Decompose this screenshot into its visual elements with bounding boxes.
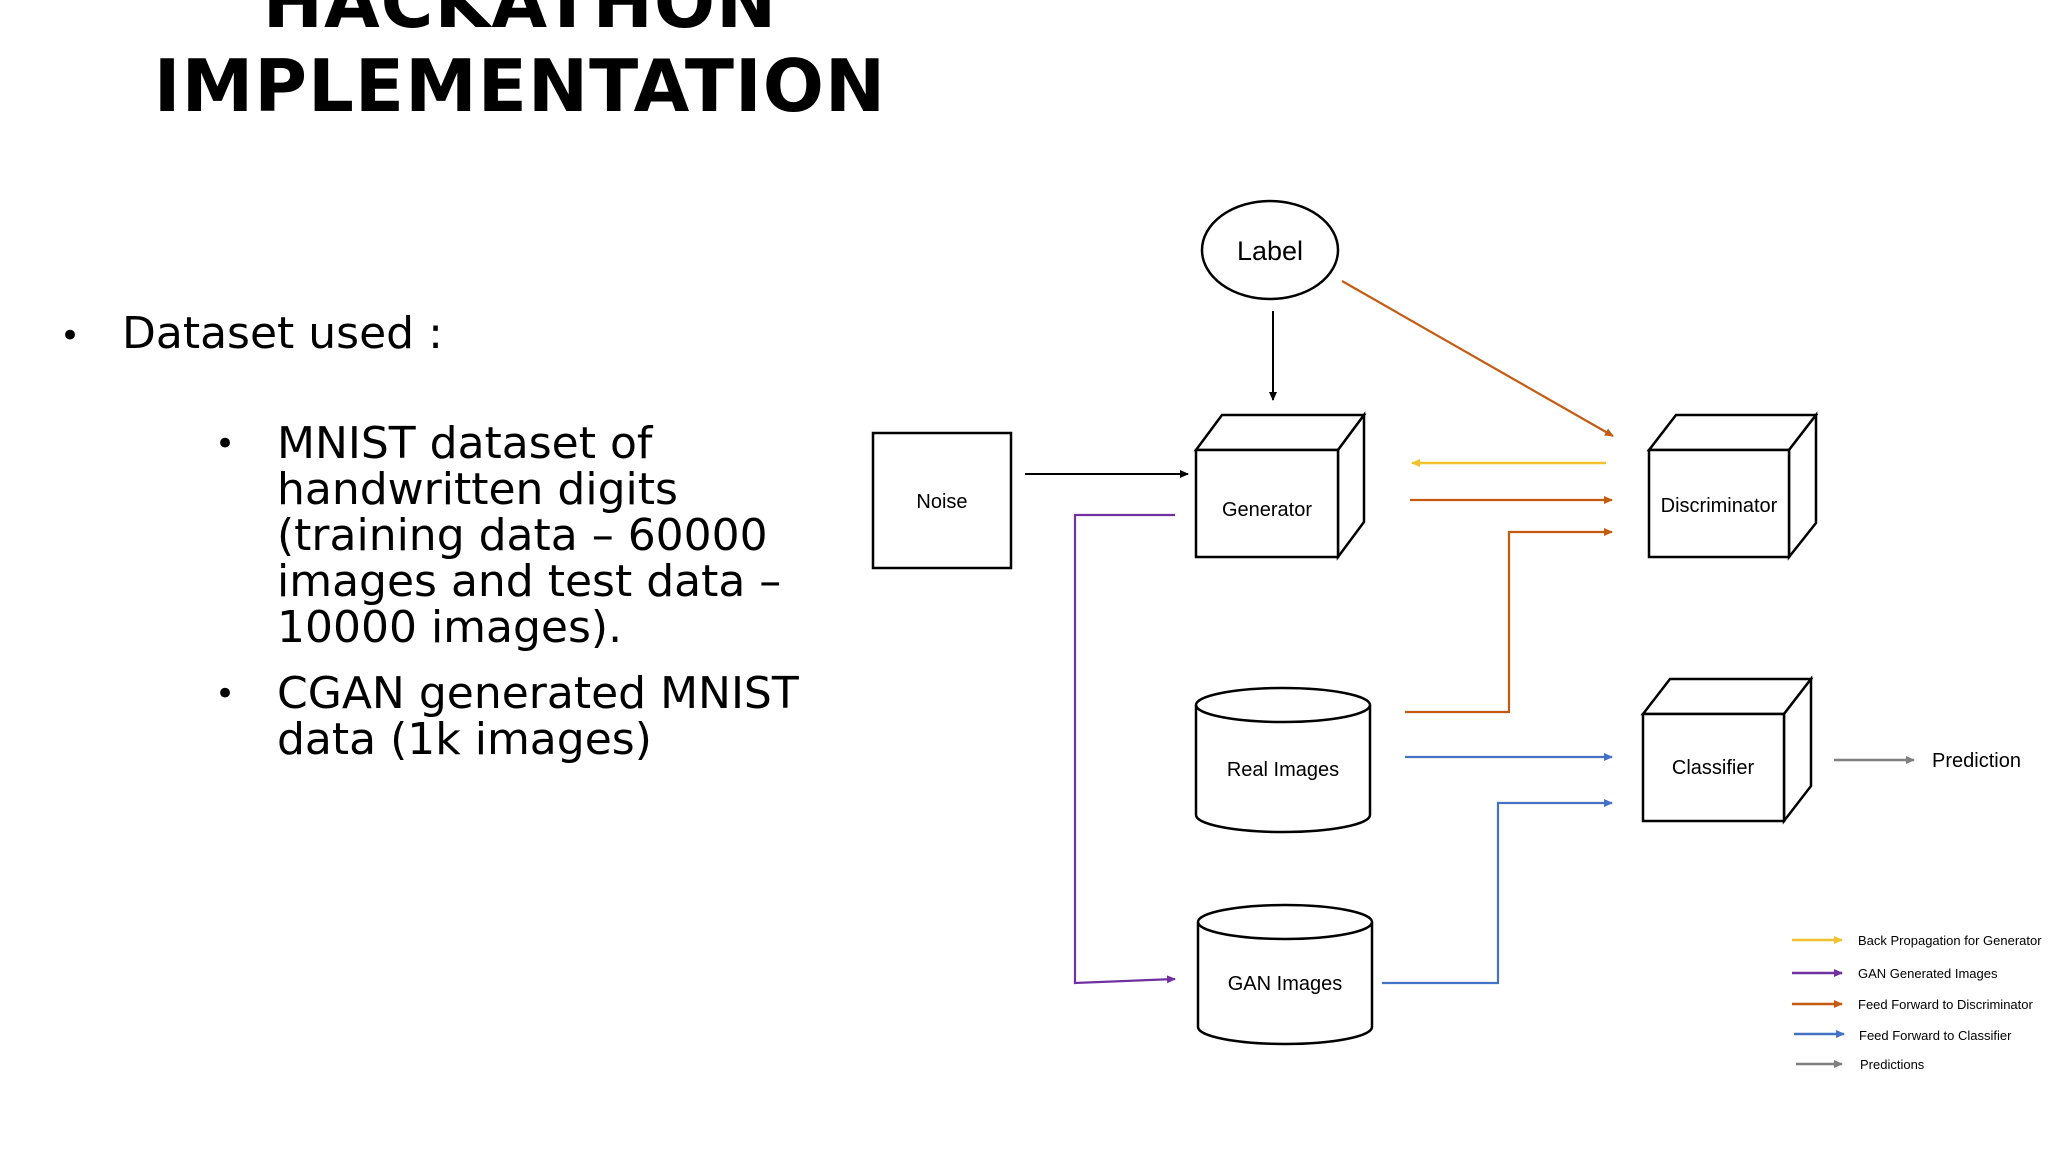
gan-images-node: GAN Images xyxy=(1196,903,1374,1046)
bullet-dot: • xyxy=(215,674,236,714)
classifier-node: Classifier xyxy=(1640,675,1814,825)
gan-images-node-text: GAN Images xyxy=(1228,973,1342,995)
prediction-text: Prediction xyxy=(1932,750,2021,772)
sub-bullet-text: CGAN generated MNIST data (1k images) xyxy=(277,668,799,765)
label-node: Label xyxy=(1200,199,1340,301)
legend-item: Back Propagation for Generator xyxy=(1792,933,2042,948)
bullet-dot: • xyxy=(60,316,81,356)
legend-item: Feed Forward to Discriminator xyxy=(1792,997,2033,1012)
noise-node: Noise xyxy=(871,431,1013,570)
arrow-generator-to-gan-images xyxy=(1073,513,1176,985)
legend-item-text: Feed Forward to Classifier xyxy=(1859,1028,2012,1043)
legend-item: Feed Forward to Classifier xyxy=(1794,1028,2012,1043)
legend-item-text: Feed Forward to Discriminator xyxy=(1858,997,2033,1012)
bullet-text: Dataset used : xyxy=(122,308,443,359)
discriminator-node: Discriminator xyxy=(1646,411,1819,561)
generator-node-text: Generator xyxy=(1222,499,1312,521)
legend-item-text: Back Propagation for Generator xyxy=(1858,933,2042,948)
legend-item-text: Predictions xyxy=(1860,1057,1925,1072)
title-line-2: IMPLEMENTATION xyxy=(153,44,887,128)
label-node-text: Label xyxy=(1237,236,1303,266)
arrow-real-to-discriminator xyxy=(1405,528,1613,714)
title-line-1: HACKATHON xyxy=(262,0,778,44)
classifier-node-text: Classifier xyxy=(1672,757,1755,779)
page-title: HACKATHON IMPLEMENTATION xyxy=(0,0,1040,128)
legend-item: GAN Generated Images xyxy=(1792,966,1998,981)
bullet-dot: • xyxy=(215,424,236,464)
sub-bullet-text: MNIST dataset of handwritten digits (tra… xyxy=(277,418,782,653)
real-images-node-text: Real Images xyxy=(1227,759,1339,781)
real-images-node: Real Images xyxy=(1194,686,1372,834)
generator-node: Generator xyxy=(1193,411,1367,561)
legend: Back Propagation for Generator GAN Gener… xyxy=(1792,933,2042,1072)
discriminator-node-text: Discriminator xyxy=(1661,495,1778,517)
noise-node-text: Noise xyxy=(916,491,967,513)
legend-item: Predictions xyxy=(1796,1057,1925,1072)
arrow-gan-to-classifier xyxy=(1382,799,1613,985)
legend-item-text: GAN Generated Images xyxy=(1858,966,1998,981)
arrow-label-to-discriminator xyxy=(1341,280,1614,437)
